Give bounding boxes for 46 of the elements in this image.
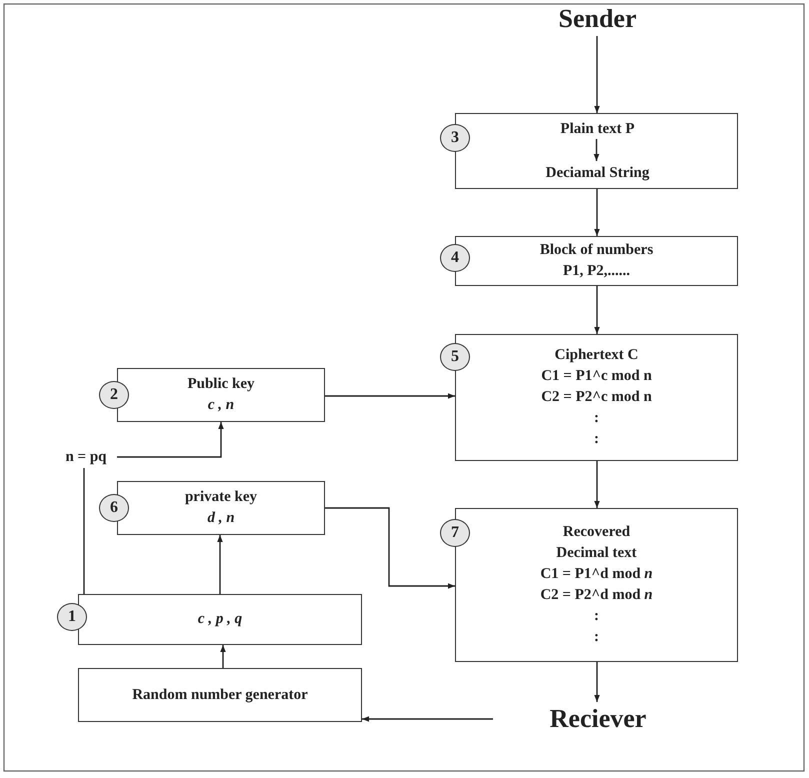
box-text: Recovered Decimal text (555, 523, 638, 563)
process-box (117, 368, 325, 422)
step-number: 3 (440, 124, 470, 152)
step-number: 5 (440, 343, 470, 371)
box-text: Random number generator (132, 686, 308, 704)
box-text: c , n (208, 396, 234, 415)
terminal-label: Sender (505, 2, 690, 36)
arrow (325, 507, 455, 589)
step-number: 4 (440, 244, 470, 272)
arrow (217, 535, 223, 594)
process-box (78, 668, 362, 722)
box-text: : (594, 430, 599, 449)
step-number: 2 (99, 381, 129, 409)
arrow (325, 393, 455, 399)
process-box (78, 594, 362, 645)
box-text: Public key (187, 375, 255, 394)
box-text: P1, P2,...... (562, 262, 630, 281)
box-text: Ciphertext C (554, 346, 638, 365)
process-box (117, 481, 325, 535)
box-text: C1 = P1^c mod n (541, 367, 652, 386)
arrow (594, 662, 600, 702)
box-text: C2 = P2^c mod n (541, 388, 652, 407)
step-number: 7 (440, 519, 470, 547)
connector-line (83, 468, 85, 594)
arrow (117, 422, 224, 458)
box-text: c , p , q (198, 610, 242, 629)
arrow (594, 461, 600, 508)
arrow (594, 139, 600, 161)
arrow (220, 645, 226, 668)
box-text: Deciamal String (456, 162, 739, 184)
box-text: : (594, 409, 599, 428)
arrow (362, 716, 493, 722)
box-text: C2 = P2^d mod n (540, 586, 653, 605)
box-text: d , n (207, 509, 235, 528)
box-text: private key (184, 488, 258, 507)
arrow (594, 286, 600, 334)
terminal-label: Reciever (493, 702, 703, 736)
step-number: 6 (99, 494, 129, 522)
step-number: 1 (57, 603, 87, 631)
box-text: : (594, 628, 599, 647)
arrow (594, 36, 600, 113)
arrow (594, 189, 600, 236)
box-text: : (594, 607, 599, 626)
box-text: C1 = P1^d mod n (540, 565, 653, 584)
box-text: Block of numbers (540, 241, 654, 260)
equation-label: n = pq (55, 446, 117, 468)
